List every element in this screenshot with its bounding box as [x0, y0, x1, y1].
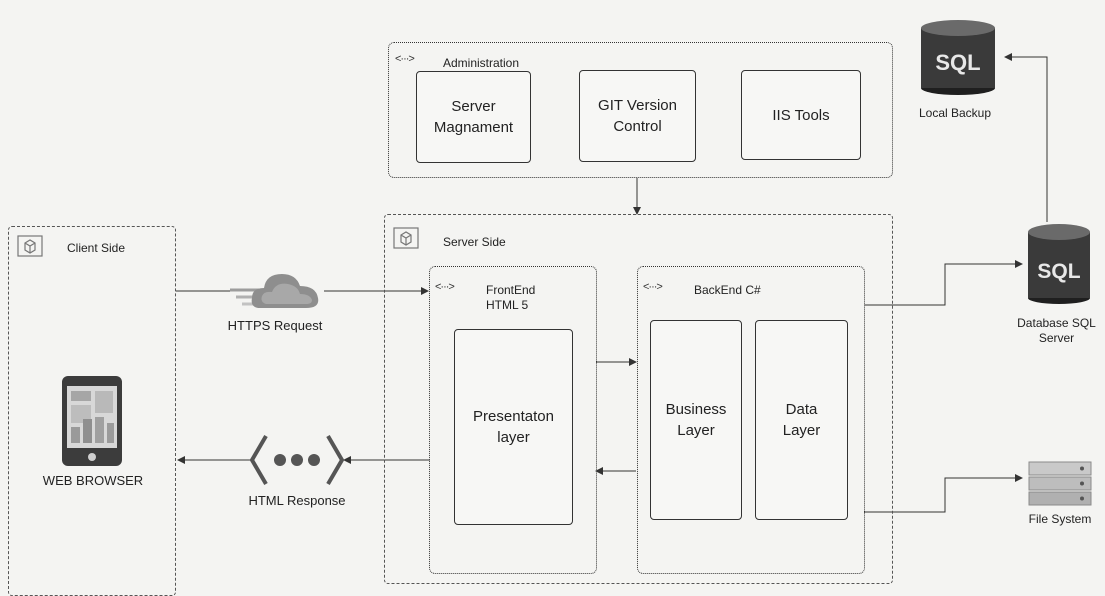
presentation-layer-box: Presentaton layer [454, 329, 573, 525]
git-version-control-box: GIT Version Control [579, 70, 696, 162]
svg-text:SQL: SQL [935, 50, 980, 75]
backend-group: <···> BackEnd C# Business Layer Data Lay… [637, 266, 865, 574]
backend-to-db-line [864, 260, 1023, 306]
local-backup-label: Local Backup [918, 106, 992, 120]
client-container-icon [17, 235, 43, 257]
database-sql-server-label: Database SQL Server [1017, 316, 1096, 345]
web-browser-label: WEB BROWSER [42, 473, 144, 488]
server-side-title: Server Side [443, 235, 506, 249]
db-to-backup-line [1004, 53, 1048, 222]
database-sql-server-icon: SQL [1028, 224, 1090, 304]
html-response-icon [249, 434, 345, 486]
https-request-label: HTTPS Request [227, 318, 323, 333]
business-layer-box: Business Layer [650, 320, 742, 520]
frontend-expand-icon: <···> [435, 281, 455, 293]
file-system-icon [1028, 461, 1092, 506]
client-side-group: Client Side WEB BROWSER [8, 226, 176, 596]
server-management-box: Server Magnament [416, 71, 531, 163]
backend-title: BackEnd C# [694, 283, 761, 297]
frontend-title: FrontEnd HTML 5 [486, 283, 536, 312]
html-response-label: HTML Response [248, 493, 346, 508]
data-layer-box: Data Layer [755, 320, 848, 520]
local-backup-db-icon: SQL [921, 20, 995, 95]
svg-text:SQL: SQL [1037, 260, 1080, 283]
administration-group: <···> Administration Server Magnament GI… [388, 42, 893, 178]
group-expand-icon: <···> [395, 53, 415, 65]
file-system-label: File System [1028, 512, 1092, 526]
client-side-title: Client Side [67, 241, 126, 255]
https-cloud-icon [230, 274, 319, 308]
backend-to-fs-line [864, 474, 1023, 513]
iis-tools-box: IIS Tools [741, 70, 861, 160]
server-container-icon [393, 227, 419, 249]
backend-expand-icon: <···> [643, 281, 663, 293]
web-browser-phone-icon [62, 376, 122, 466]
server-side-group: Server Side <···> FrontEnd HTML 5 Presen… [384, 214, 893, 584]
administration-title: Administration [443, 56, 520, 70]
frontend-group: <···> FrontEnd HTML 5 Presentaton layer [429, 266, 597, 574]
